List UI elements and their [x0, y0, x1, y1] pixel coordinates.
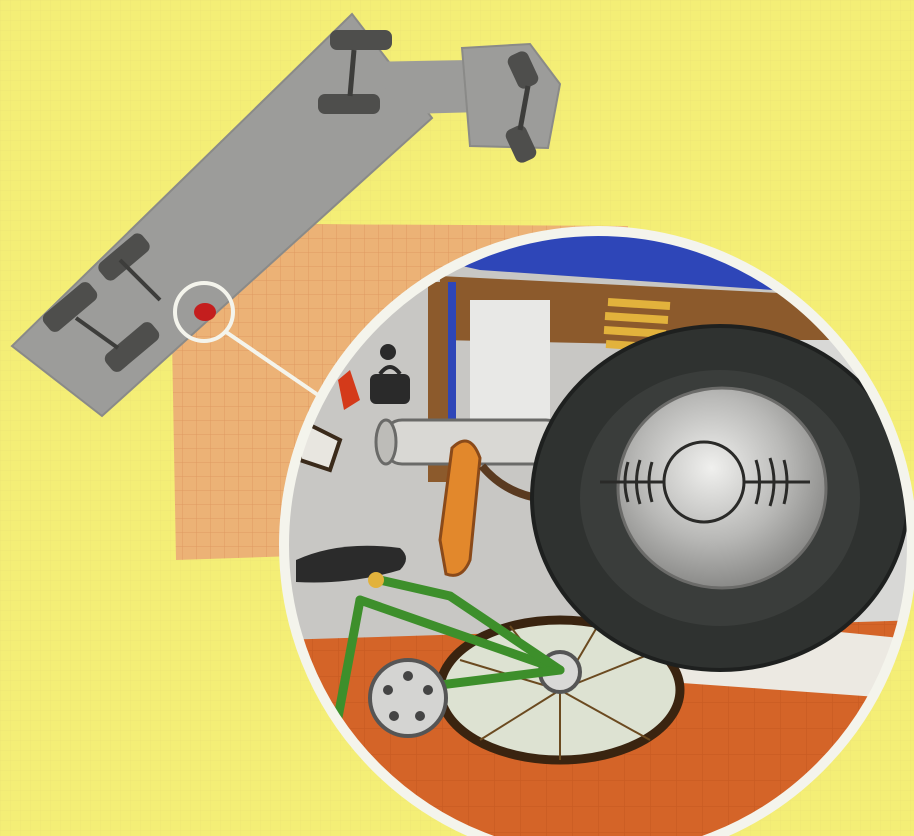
- zoom-detail: [280, 227, 914, 836]
- truck-wheel-icon: [532, 326, 908, 670]
